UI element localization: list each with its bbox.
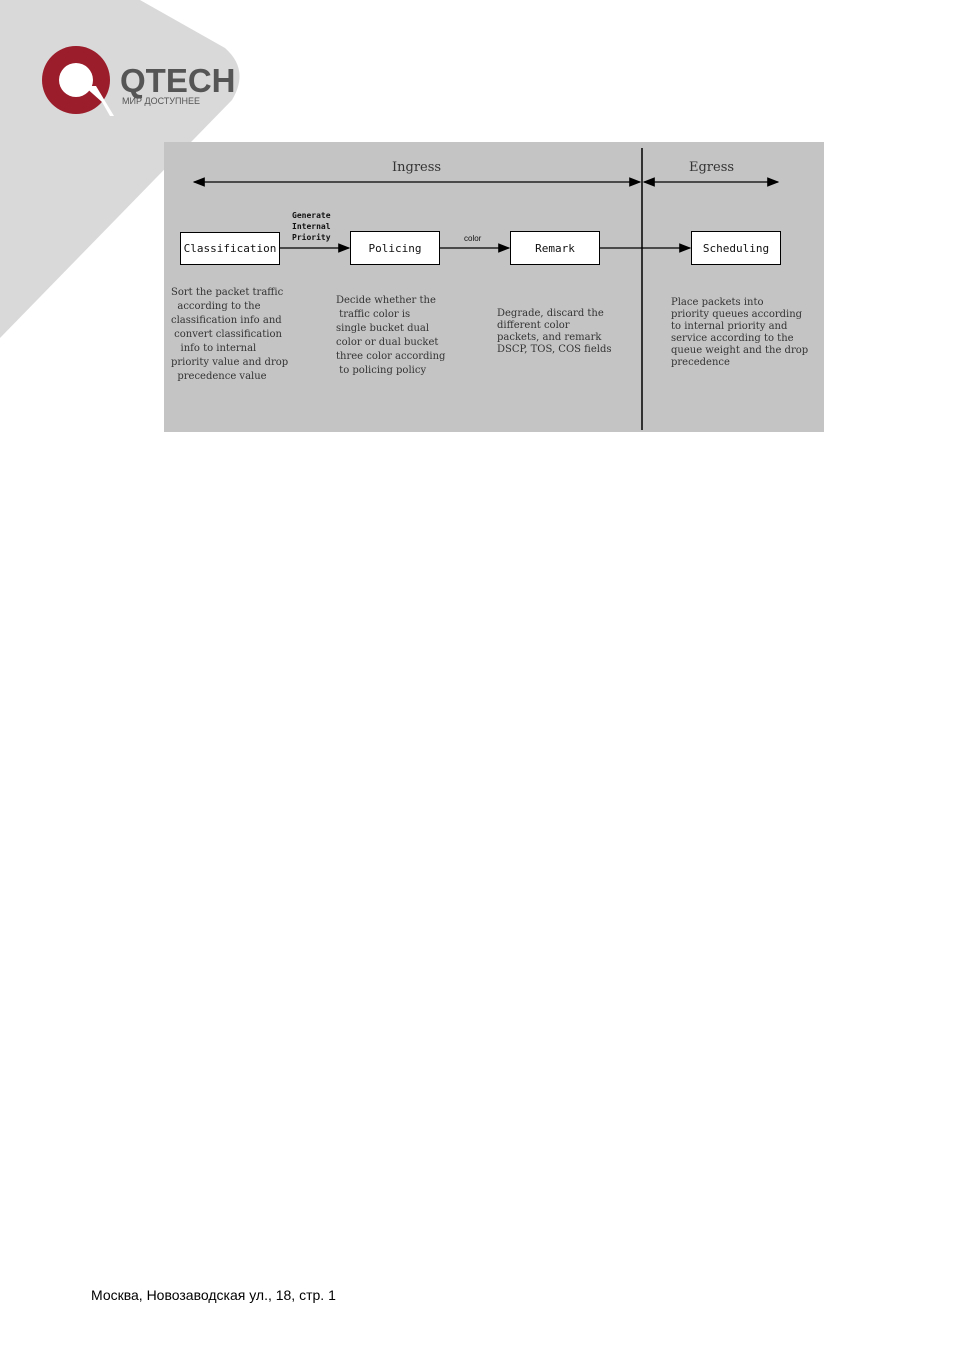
policing-description: Decide whether the traffic color is sing… <box>336 295 446 376</box>
policing-box: Policing <box>350 231 440 265</box>
egress-label: Egress <box>689 160 735 175</box>
footer-address: Москва, Новозаводская ул., 18, стр. 1 <box>91 1287 336 1303</box>
remark-description: Degrade, discard the different color pac… <box>497 308 612 355</box>
diagram-lines <box>192 148 780 430</box>
scheduling-box: Scheduling <box>691 231 781 265</box>
svg-text:QTECH: QTECH <box>120 62 236 99</box>
classification-box: Classification <box>180 232 280 265</box>
svg-text:МИР ДОСТУПНЕЕ: МИР ДОСТУПНЕЕ <box>122 96 200 106</box>
qos-pipeline-diagram: Ingress Egress Classification Policing R… <box>164 142 824 432</box>
ingress-label: Ingress <box>392 160 442 175</box>
scheduling-description: Place packets into priority queues accor… <box>671 297 809 368</box>
generate-internal-priority-label: Generate Internal Priority <box>292 211 331 242</box>
qtech-logo: QTECH МИР ДОСТУПНЕЕ <box>40 44 250 120</box>
classification-description: Sort the packet traffic according to the… <box>171 287 289 382</box>
color-label: color <box>464 234 482 243</box>
remark-box: Remark <box>510 231 600 265</box>
